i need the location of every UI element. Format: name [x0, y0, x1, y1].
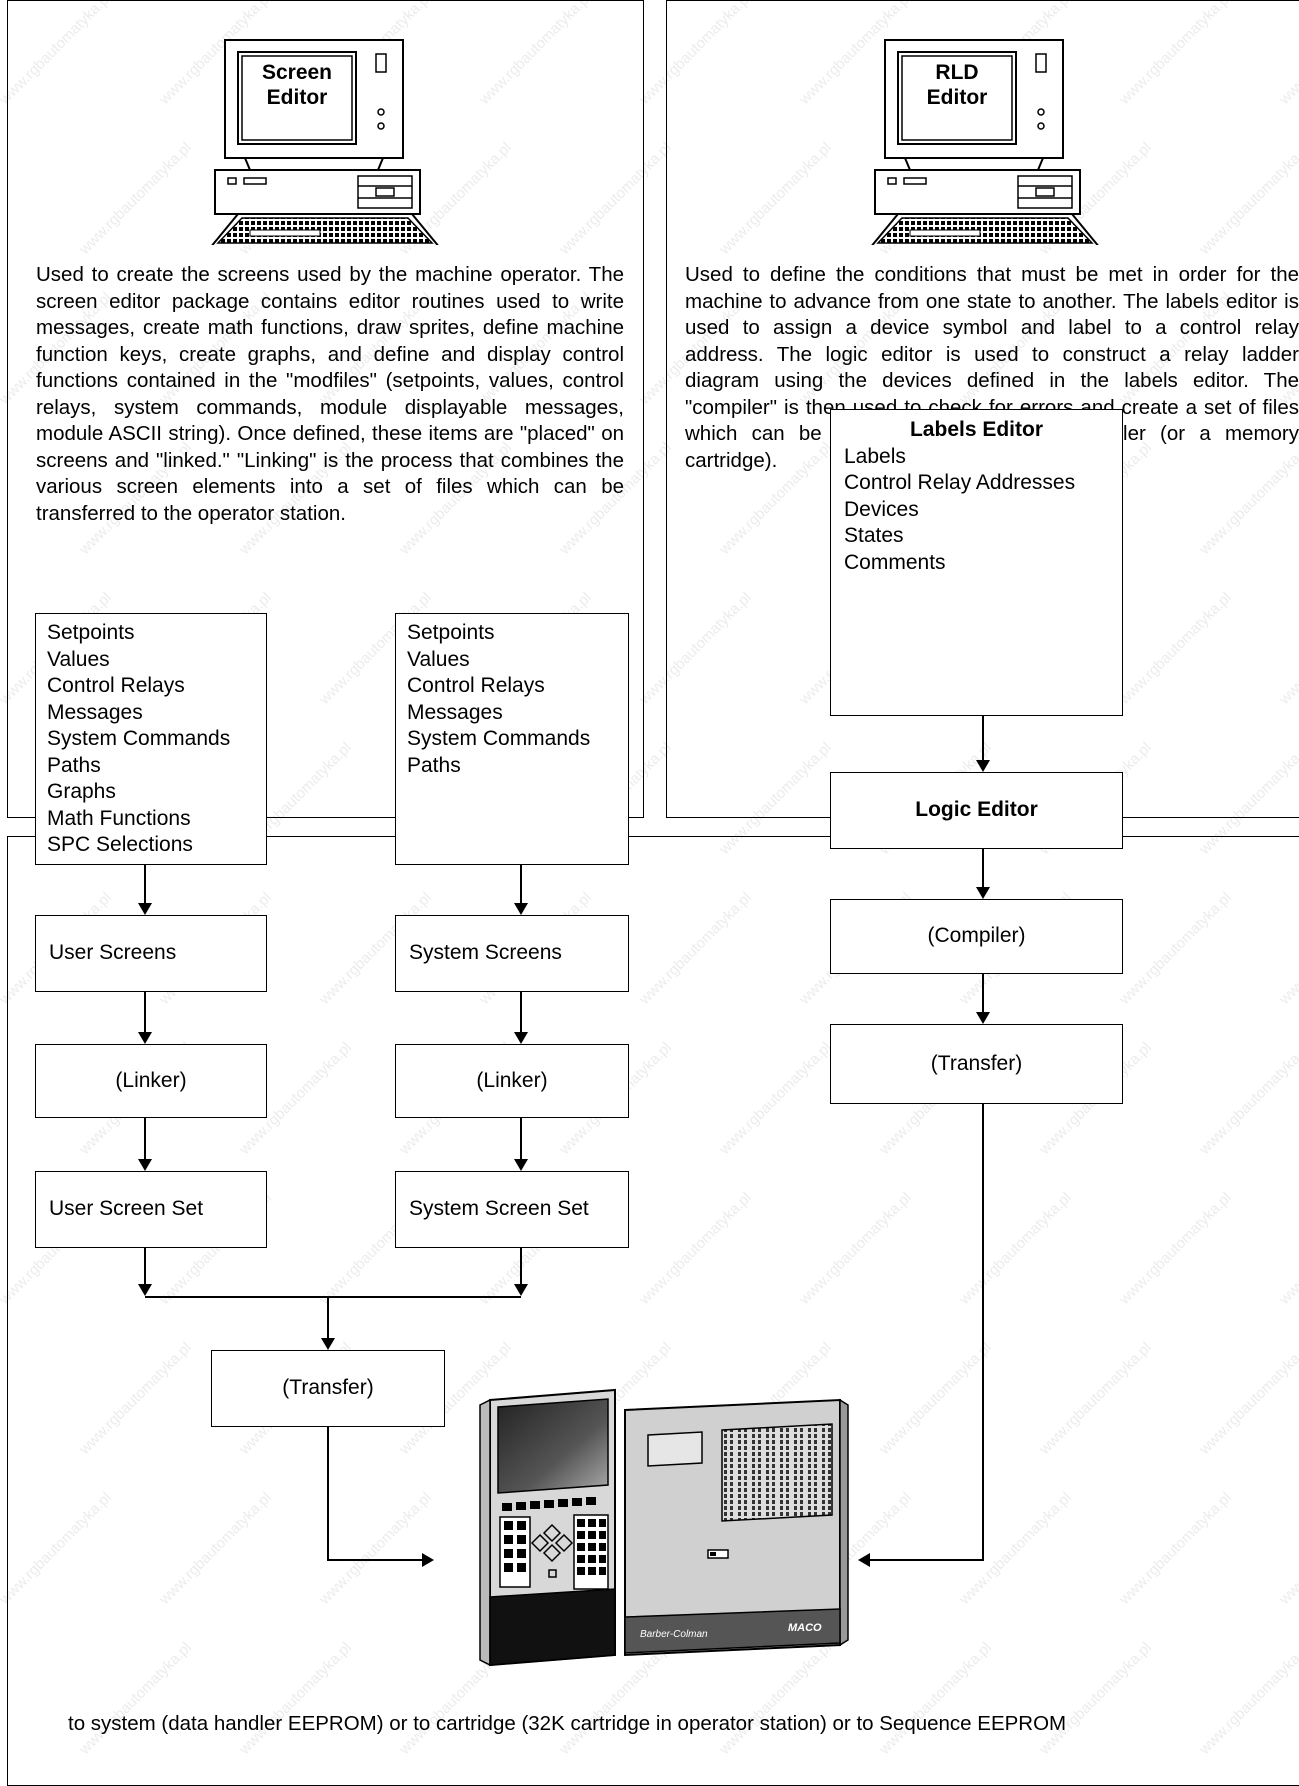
arrow-right-transfer-to-hardware — [858, 1104, 984, 1567]
list-item: Messages — [47, 700, 143, 724]
rld-editor-description: Used to define the conditions that must … — [685, 263, 1299, 472]
list-item: Paths — [407, 753, 461, 777]
list-item: Math Functions — [47, 806, 191, 830]
list-item: Comments — [844, 550, 946, 574]
left-transfer-label: (Transfer) — [282, 1376, 374, 1400]
list-item: Graphs — [47, 780, 116, 803]
list-item: Labels — [844, 444, 906, 468]
list-item: States — [844, 524, 904, 547]
list-item: Control Relays — [47, 674, 185, 697]
right-transfer-label: (Transfer) — [930, 1051, 1023, 1075]
list-item: SPC Selections — [47, 833, 193, 856]
logic-editor-box: Logic Editor — [830, 772, 1123, 849]
linker-right-label: (Linker) — [476, 1068, 548, 1092]
right-transfer-box: (Transfer) — [830, 1024, 1123, 1104]
linker-left-label: (Linker) — [115, 1068, 187, 1092]
list-item: Values — [407, 647, 470, 671]
logic-editor-label: Logic Editor — [915, 798, 1038, 822]
system-screens-box: System Screens — [395, 915, 629, 992]
user-screens-label: User Screens — [49, 941, 177, 965]
maco-hardware-illustration: Barber-Colman MACO — [479, 1388, 849, 1667]
arrow-left-transfer-to-hardware — [327, 1427, 434, 1567]
list-item: Control Relays — [407, 674, 545, 697]
list-item: Values — [47, 647, 110, 671]
list-item: System Commands — [407, 727, 591, 750]
compiler-box: (Compiler) — [830, 899, 1123, 974]
system-screens-label: System Screens — [409, 941, 562, 965]
maco-brand: MACO — [788, 1622, 822, 1634]
screen-editor-monitor-label: Screen Editor — [261, 61, 333, 109]
list-item: Control Relay Addresses — [844, 471, 1076, 494]
user-screen-set-box: User Screen Set — [35, 1171, 267, 1248]
system-screen-set-box: System Screen Set — [395, 1171, 629, 1248]
system-screen-set-label: System Screen Set — [409, 1197, 589, 1221]
compiler-label: (Compiler) — [927, 924, 1026, 948]
rld-editor-computer-icon — [871, 39, 1099, 245]
list-item: Setpoints — [407, 621, 495, 644]
screen-editor-panel — [7, 0, 644, 818]
rld-editor-monitor-label: RLD Editor — [926, 61, 988, 109]
list-item: Messages — [407, 700, 503, 724]
list-item: Devices — [844, 497, 919, 521]
user-screens-box: User Screens — [35, 915, 267, 992]
left-transfer-box: (Transfer) — [211, 1350, 445, 1427]
screen-editor-computer-icon — [211, 39, 439, 245]
destination-caption: to system (data handler EEPROM) or to ca… — [68, 1712, 1067, 1735]
list-item: Setpoints — [47, 621, 135, 644]
screen-editor-description: Used to create the screens used by the m… — [36, 263, 624, 525]
linker-left-box: (Linker) — [35, 1044, 267, 1118]
linker-right-box: (Linker) — [395, 1044, 629, 1118]
labels-editor-title: Labels Editor — [909, 418, 1044, 441]
user-screen-set-label: User Screen Set — [49, 1197, 204, 1221]
barber-colman-brand: Barber-Colman — [640, 1629, 708, 1640]
list-item: System Commands — [47, 727, 231, 750]
list-item: Paths — [47, 753, 101, 777]
